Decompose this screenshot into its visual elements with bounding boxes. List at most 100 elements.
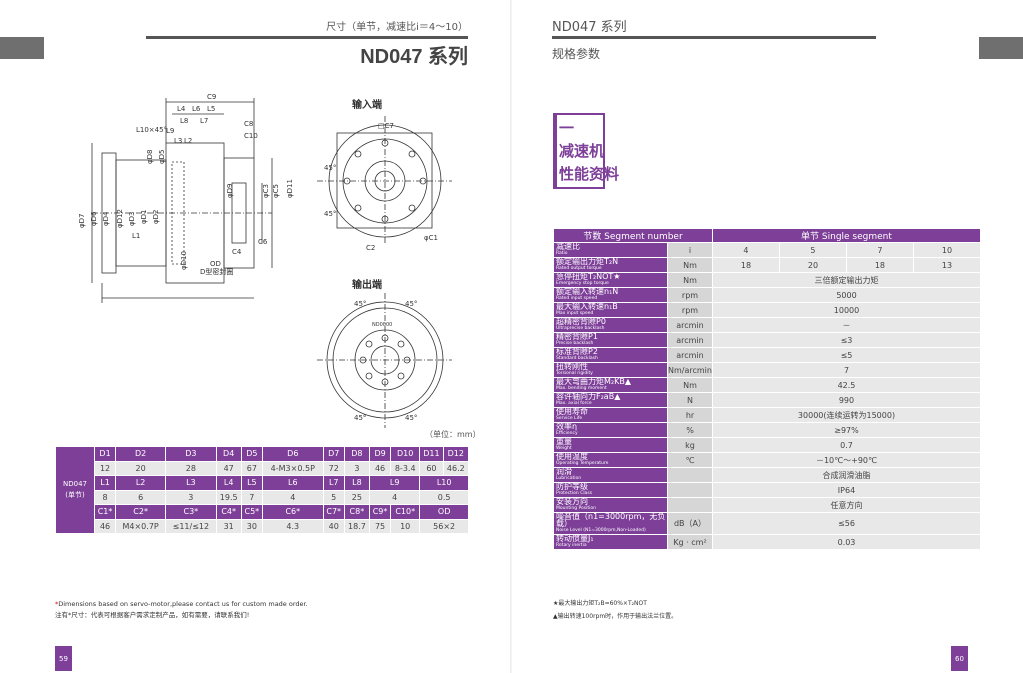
spec-unit-cell: Nm (667, 257, 713, 273)
bolt-hole (408, 204, 416, 212)
dim-label-L8: L8 (180, 117, 188, 125)
spec-param-en: Service Life (556, 416, 583, 421)
spec-unit-cell: % (667, 422, 713, 438)
spec-param-cn: 转动惯量J₁ (556, 534, 594, 543)
input-square (336, 132, 433, 229)
spec-unit-cell: rpm (667, 302, 713, 318)
page-gutter (510, 0, 513, 673)
spec-param-en: Max. axial force (556, 401, 592, 406)
spec-param-en: Torsional rigidity (556, 371, 593, 376)
spec-unit-cell: rpm (667, 287, 713, 303)
left-page: 尺寸（单节，减速比i＝4～10） ND047 系列 (0, 0, 511, 673)
dimension-value-cell: 12 (93, 460, 117, 476)
footnote-speed: ▲输出转速100rpm时，作用于输出法兰位置。 (553, 613, 678, 620)
dimension-table-row: C1*C2*C3*C4*C5*C6*C7*C8*C9*C10*OD (56, 504, 469, 520)
dim-label-D12: φD12 (116, 209, 124, 228)
spec-param-en: Operating Temperature (556, 461, 609, 466)
spec-unit-cell (667, 482, 713, 498)
dim-label-C9: C9 (207, 93, 216, 101)
dim-label-C5: φC5 (272, 184, 280, 198)
dim-label-L3: L3 (174, 137, 182, 145)
dim-label-OD: OD (210, 260, 221, 268)
spec-param-cell: 急停扭矩T₂NOT★Emergency stop torque (553, 272, 668, 288)
spec-param-cn: 容许轴向力F₂aB▲ (556, 392, 621, 401)
right-page: ND047 系列 规格参数 一 减速机 性能资料 节数 Segment numb… (512, 0, 1023, 673)
spec-param-en: Lubrication (556, 476, 582, 481)
dimension-value-cell: 46 (93, 518, 117, 534)
spec-value-cell: 4 (711, 242, 780, 258)
spec-value-cell: 18 (845, 257, 914, 273)
dimension-value-cell: 4 (261, 489, 324, 505)
spec-unit-cell: i (667, 242, 713, 258)
spec-value-cell: 三倍额定输出力矩 (711, 272, 982, 288)
spec-value-cell: 任意方向 (711, 497, 982, 513)
dimension-header-cell: C10* (390, 504, 421, 520)
model-label-cell: ND047(单节) (55, 446, 95, 534)
footnote-star: * (55, 600, 59, 608)
dimension-value-cell: 8-3.4 (390, 460, 421, 476)
dim-label-D5: φD5 (158, 150, 166, 164)
spec-param-cell: 噪音值（n1=3000rpm，无负载）Noise Level (N1=3000r… (553, 512, 668, 535)
footnote-right: ★最大输出力矩T₂B=60%×T₂NOT ▲输出转速100rpm时，作用于输出法… (553, 597, 677, 623)
dimension-header-cell: L10 (419, 475, 469, 491)
dim-label-D10: φD10 (180, 251, 188, 270)
dim-label-L1: L1 (132, 232, 140, 240)
dimension-value-cell: 7 (240, 489, 263, 505)
spec-param-en: Weight (556, 446, 572, 451)
spec-value-cell: 7 (711, 362, 982, 378)
header-rule-right (552, 36, 876, 39)
spec-unit-cell: ℃ (667, 452, 713, 468)
footnote-left: *Dimensions based on servo-motor,please … (55, 599, 308, 621)
spec-param-cn: 精密背隙P1 (556, 332, 598, 341)
spec-value-cell: 10 (912, 242, 982, 258)
output-hole (365, 340, 373, 348)
dimension-value-cell: 46 (369, 460, 392, 476)
dimension-subtitle: 尺寸（单节，减速比i＝4～10） (326, 22, 468, 33)
dimension-value-cell: 20 (115, 460, 167, 476)
section-tab-left (0, 37, 44, 59)
dimension-header-cell: D2 (115, 446, 167, 462)
model-sub: (单节) (65, 491, 85, 499)
spec-unit-cell: N (667, 392, 713, 408)
angle-45: 45° (324, 164, 336, 172)
footnote-cn: 注有*尺寸：代表可根据客户需求定制产品，如有需要，请联系我们! (55, 611, 250, 619)
dimension-header-cell: D6 (261, 446, 324, 462)
spec-value-cell: ≥97% (711, 422, 982, 438)
spec-value-cell: －10℃～+90℃ (711, 452, 982, 468)
dim-label-C7: □C7 (378, 122, 394, 130)
dimension-header-cell: D11 (419, 446, 444, 462)
spec-param-en: Max input speed (556, 311, 594, 316)
spec-param-cn: 使用寿命 (556, 407, 588, 416)
input-view-label: 输入端 (352, 100, 382, 111)
spec-row: 噪音值（n1=3000rpm，无负载）Noise Level (N1=3000r… (553, 512, 982, 535)
dimension-value-cell: 19.5 (215, 489, 242, 505)
spec-value-cell: 7 (845, 242, 914, 258)
angle-45: 45° (354, 300, 366, 308)
spec-param-cn: 安装方向 (556, 497, 588, 506)
spec-param-en: Noise Level (N1=3000rpm,Non-Loaded) (556, 528, 646, 533)
spec-param-cn: 重量 (556, 437, 572, 446)
dim-label-D11: φD11 (286, 179, 294, 198)
dim-label-L2: L2 (184, 137, 192, 145)
dimension-header-cell: C7* (322, 504, 345, 520)
spec-value-cell: 30000(连续运转为15000) (711, 407, 982, 423)
spec-param-cell: 容许轴向力F₂aB▲Max. axial force (553, 392, 668, 408)
dim-label-D8: φD8 (146, 150, 154, 164)
spec-param-cn: 效率η (556, 422, 578, 431)
